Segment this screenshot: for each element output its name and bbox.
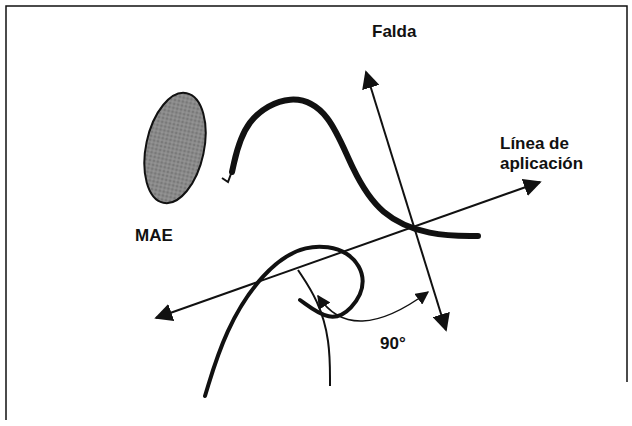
skirt-label: Falda <box>372 22 452 42</box>
angle-label: 90° <box>380 334 430 354</box>
ear-canal-oval <box>135 87 215 209</box>
frame-border <box>6 6 627 420</box>
right-angle-arc <box>318 292 428 321</box>
helix-fold <box>232 100 478 236</box>
skirt-axis-arrow <box>366 72 446 330</box>
application-line-label: Línea de aplicación <box>500 134 610 173</box>
application-line-arrow <box>156 182 540 318</box>
antihelix-fold <box>205 247 363 396</box>
helix-tip <box>222 160 236 182</box>
ear-canal-label: MAE <box>135 226 205 246</box>
concha-edge <box>298 270 330 386</box>
